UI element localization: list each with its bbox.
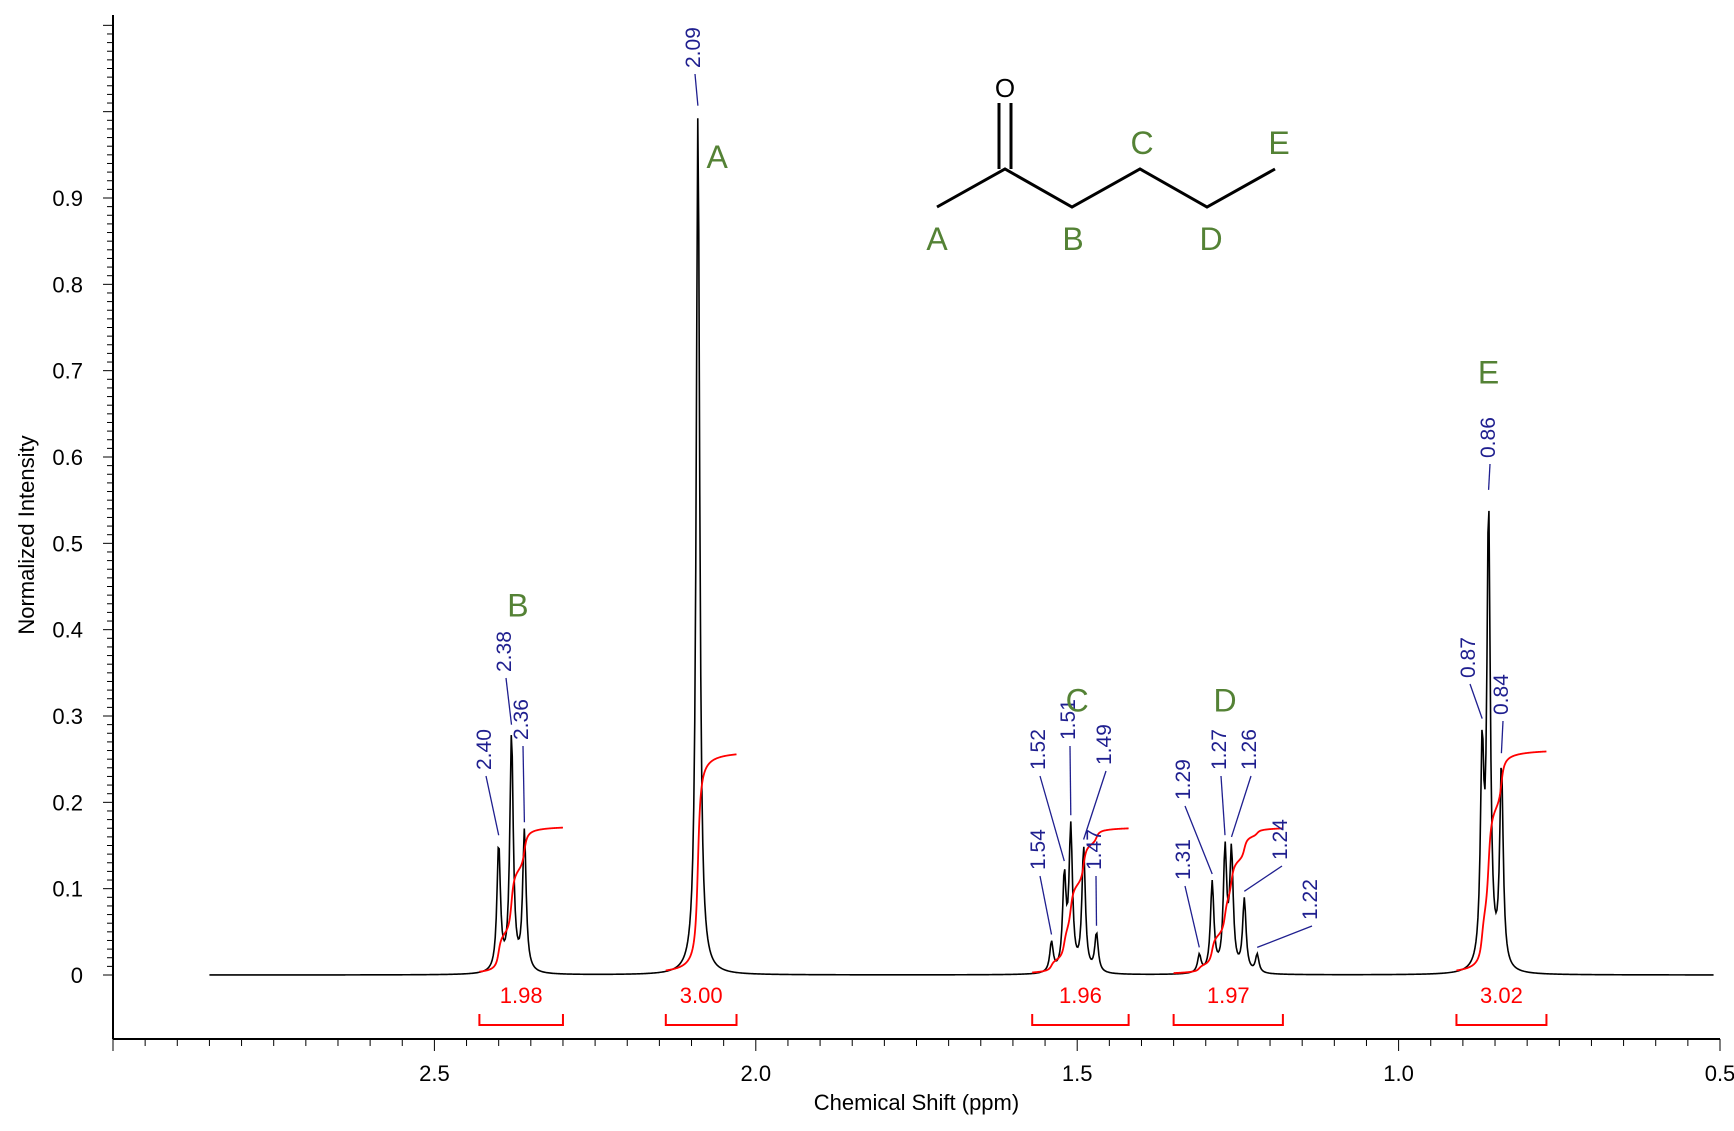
peak-label-leader [1082, 770, 1107, 840]
y-tick-label: 0.1 [52, 877, 83, 902]
peak-labels: 2.40 2.38 2.36 2.09 1.54 1.52 1.51 1.49 1.47 1.31… [473, 27, 1513, 949]
peak-label: 2.36 [510, 699, 533, 740]
peak-label-leader [1243, 865, 1283, 892]
peak-label-leader [505, 677, 513, 725]
peak-label-leader [1184, 805, 1213, 875]
integral-bracket [1455, 1014, 1548, 1026]
peak-label: 0.86 [1477, 417, 1500, 458]
peak-label-leader [1469, 683, 1483, 719]
peak-label-leader [485, 775, 500, 836]
peak-label-leader [1039, 775, 1065, 862]
peak-label: 2.38 [493, 631, 516, 672]
integral-bracket [1031, 1014, 1130, 1026]
assignment-labels: B A C D E [507, 139, 1499, 719]
x-tick-label: 2.5 [419, 1061, 450, 1086]
integral-value: 1.96 [1059, 983, 1102, 1008]
axes: 0 0.1 0.2 0.3 0.4 0.5 0.6 0.7 0.8 0.9 2.5 2.0 1.5 1.… [52, 15, 1734, 1086]
integral-value: 3.02 [1480, 983, 1523, 1008]
integral-value: 3.00 [680, 983, 723, 1008]
y-tick-label: 0.7 [52, 359, 83, 384]
integral-curve [1456, 750, 1547, 972]
assignment-label: C [1066, 683, 1089, 719]
peak-label: 0.87 [1457, 637, 1480, 678]
peak-label-leader [1039, 875, 1053, 935]
assignment-label: D [1213, 683, 1236, 719]
peak-label: 2.09 [682, 27, 705, 68]
integral-curves [479, 750, 1547, 974]
y-axis-title: Normalized Intensity [14, 435, 39, 634]
x-tick-label: 2.0 [741, 1061, 772, 1086]
peak-label: 1.54 [1027, 829, 1050, 870]
peak-label-leader [1500, 720, 1504, 754]
peak-label: 1.27 [1208, 729, 1231, 770]
y-tick-label: 0.6 [52, 445, 83, 470]
structure-label-b: B [1062, 221, 1083, 257]
x-axis-title: Chemical Shift (ppm) [814, 1090, 1019, 1115]
peak-label: 1.47 [1083, 829, 1106, 870]
x-tick-label: 1.0 [1383, 1061, 1414, 1086]
peak-label-leader [522, 745, 526, 823]
y-tick-label: 0.2 [52, 790, 83, 815]
peak-label: 1.26 [1238, 729, 1261, 770]
integral-curve [665, 753, 737, 972]
peak-label-leader [1230, 775, 1252, 838]
peak-label-leader [1069, 745, 1072, 816]
assignment-label: A [707, 139, 729, 175]
peak-label: 1.24 [1269, 819, 1292, 860]
molecule-structure: O A B C D E [926, 73, 1289, 257]
structure-label-a: A [926, 221, 948, 257]
structure-label-d: D [1199, 221, 1222, 257]
x-ticks: 2.5 2.0 1.5 1.0 0.5 [112, 1039, 1734, 1086]
integral-bracket [1172, 1014, 1284, 1026]
peak-label: 2.40 [473, 729, 496, 770]
integral-value: 1.97 [1207, 983, 1250, 1008]
structure-label-c: C [1130, 125, 1153, 161]
peak-label: 1.22 [1299, 879, 1322, 920]
peak-label: 1.52 [1027, 729, 1050, 770]
integral-curve [479, 826, 564, 973]
peak-label-leader [1095, 875, 1098, 926]
integral-brackets: 1.98 3.00 1.96 1.97 3.02 [478, 983, 1548, 1026]
y-tick-label: 0 [71, 963, 83, 988]
y-ticks: 0 0.1 0.2 0.3 0.4 0.5 0.6 0.7 0.8 0.9 [52, 24, 113, 988]
peak-label-leader [1184, 885, 1200, 948]
peak-label: 1.31 [1172, 839, 1195, 880]
integral-value: 1.98 [500, 983, 543, 1008]
x-tick-label: 0.5 [1705, 1061, 1734, 1086]
y-tick-label: 0.9 [52, 186, 83, 211]
peak-label: 1.29 [1172, 759, 1195, 800]
integral-bracket [478, 1014, 564, 1026]
integral-curve [1032, 827, 1129, 974]
structure-skeleton [936, 167, 1276, 209]
oxygen-label: O [995, 73, 1015, 103]
assignment-label: E [1478, 355, 1499, 391]
y-tick-label: 0.4 [52, 618, 83, 643]
peak-label: 0.84 [1490, 674, 1513, 715]
peak-label-leader [1487, 463, 1491, 490]
y-tick-label: 0.5 [52, 531, 83, 556]
peak-label-leader [1220, 775, 1226, 836]
peak-label: 1.49 [1093, 724, 1116, 765]
x-tick-label: 1.5 [1062, 1061, 1093, 1086]
peak-label-leader [694, 73, 699, 106]
assignment-label: B [507, 588, 528, 624]
y-tick-label: 0.8 [52, 272, 83, 297]
integral-bracket [664, 1014, 738, 1026]
structure-label-e: E [1268, 125, 1289, 161]
peak-label-leader [1256, 925, 1313, 949]
integral-curve [1173, 827, 1283, 974]
peak-label: 1.51 [1057, 699, 1080, 740]
y-tick-label: 0.3 [52, 704, 83, 729]
